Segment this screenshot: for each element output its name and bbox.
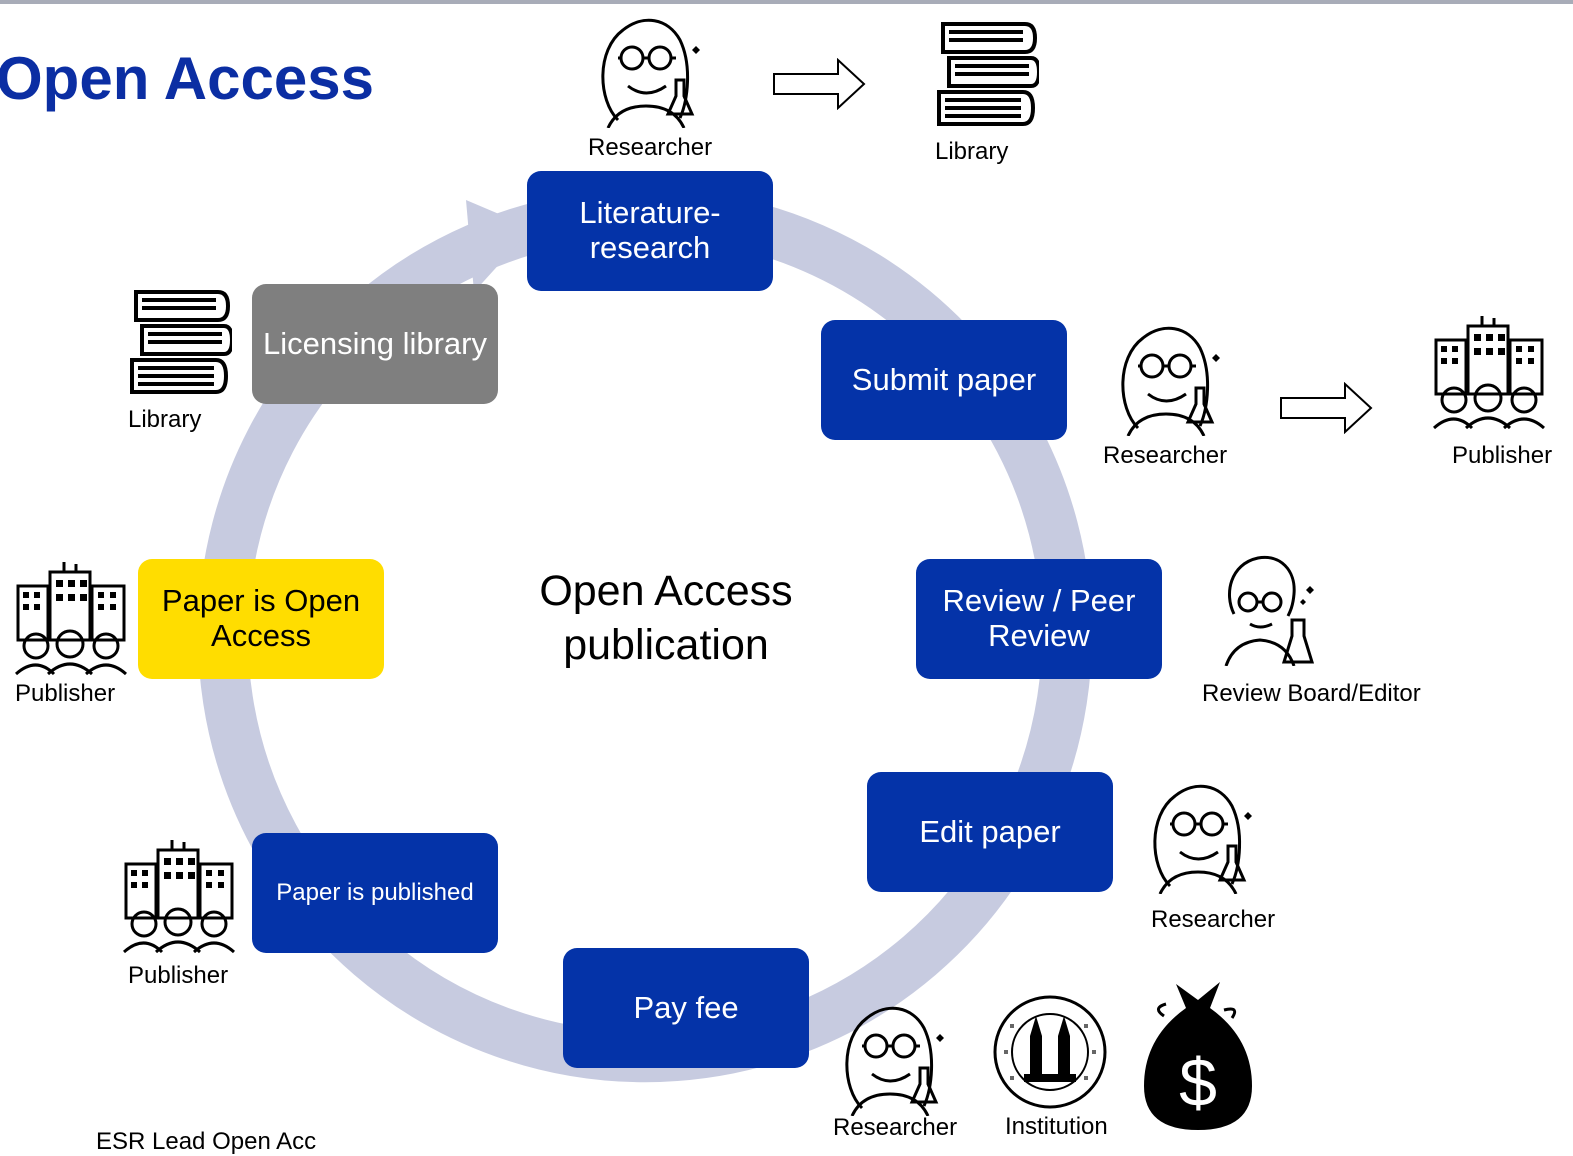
step-pay-fee[interactable]: Pay fee [563,948,809,1068]
researcher-icon [1153,784,1252,894]
center-label: Open Access publication [539,567,793,669]
actor-label: Library [128,406,202,433]
step-label: Pay fee [633,989,739,1025]
actor-label: Review Board/Editor [1202,680,1421,707]
step-paper-published[interactable]: Paper is published [252,833,498,953]
step-licensing-library[interactable]: Licensing library [252,284,498,404]
step-label: Submit paper [851,361,1037,397]
actor-label: Publisher [1452,442,1553,469]
step-literature-research[interactable]: Literature- research [527,171,773,291]
footer-text: ESR Lead Open Acc [96,1128,317,1155]
step-label: Paper is published [276,878,474,906]
step-review[interactable]: Review / Peer Review [916,559,1162,679]
step-edit-paper[interactable]: Edit paper [867,772,1113,892]
actor-label: Researcher [1103,442,1228,469]
actor-label: Researcher [833,1114,958,1141]
page-title: Open Access [0,45,374,112]
reviewer-icon [1224,555,1315,666]
step-label: Licensing library [263,325,487,361]
publisher-icon [122,840,236,954]
step-label: Literature- research [579,195,721,265]
actor-label: Library [935,138,1009,165]
step-submit-paper[interactable]: Submit paper [821,320,1067,440]
publisher-icon [1432,316,1546,430]
step-label: Paper is Open Access [161,583,361,653]
books-icon [937,22,1039,126]
actor-label: Researcher [1151,906,1276,933]
institution-seal-icon [993,995,1107,1109]
publisher-icon [14,562,128,676]
actor-label: Publisher [15,680,116,707]
arrow-right-icon [1280,382,1373,434]
step-open-access[interactable]: Paper is Open Access [138,559,384,679]
actor-label: Researcher [588,134,713,161]
step-label: Review / Peer Review [942,583,1136,653]
cycle-arrowhead [466,200,532,292]
step-label: Edit paper [919,813,1061,849]
books-icon [130,290,232,394]
money-bag-icon: $ [1144,982,1252,1130]
actor-label: Publisher [128,962,229,989]
top-border [0,0,1573,4]
researcher-icon [845,1006,944,1116]
arrow-right-icon [773,58,866,110]
svg-text:$: $ [1179,1045,1217,1121]
researcher-icon [601,18,700,128]
actor-label: Institution [1005,1113,1108,1140]
researcher-icon [1121,326,1220,436]
